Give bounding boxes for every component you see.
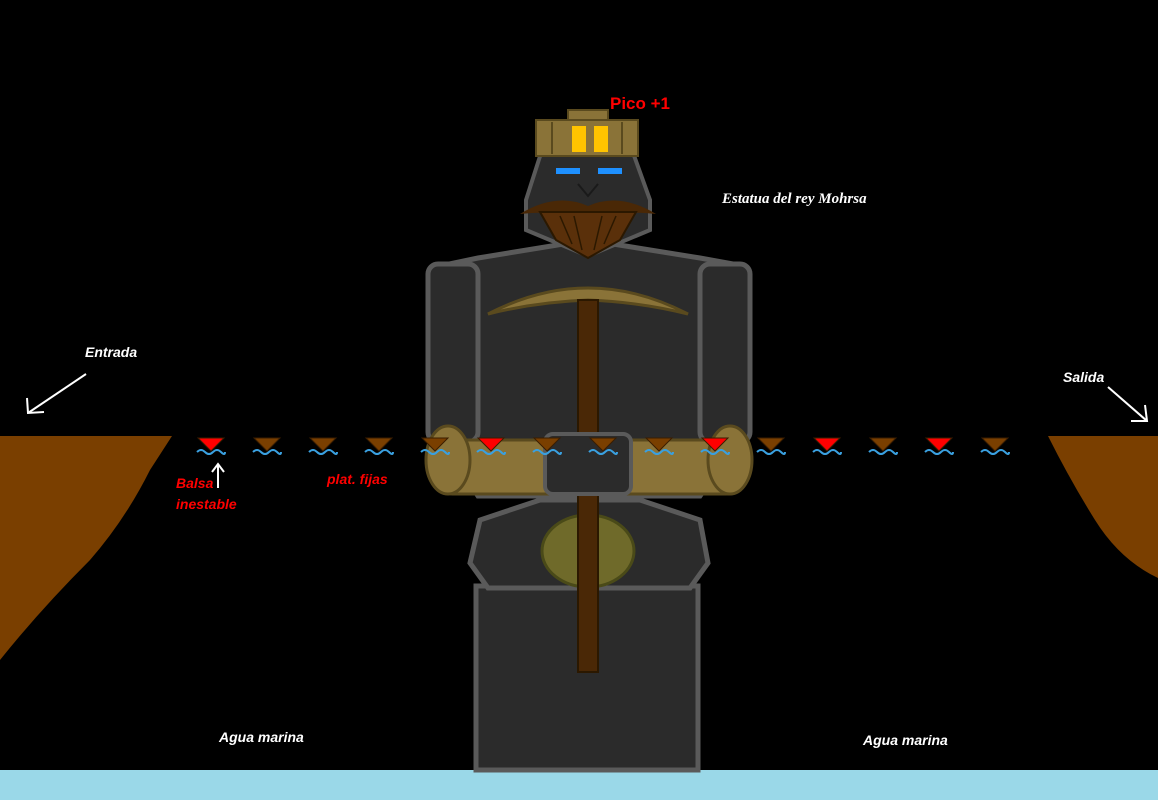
exit-label: Salida — [1063, 370, 1104, 384]
fixed-platform — [365, 438, 393, 454]
fixed-platform — [869, 438, 897, 454]
crown-jewel-left — [572, 126, 586, 152]
statue-right-hand — [708, 426, 752, 494]
statue-left-hand — [426, 426, 470, 494]
entrance-arrow-icon — [27, 374, 86, 413]
statue-left-arm — [428, 264, 478, 442]
statue-right-eye — [598, 168, 622, 174]
entrance-cliff — [0, 436, 172, 660]
entrance-label: Entrada — [85, 345, 137, 359]
unstable-raft-label-line2: inestable — [176, 497, 237, 511]
fixed-platform — [253, 438, 281, 454]
statue-hand-grip — [545, 434, 631, 494]
unstable-raft — [925, 438, 953, 454]
sea-water-label-left: Agua marina — [219, 730, 304, 744]
unstable-raft — [813, 438, 841, 454]
unstable-raft — [197, 438, 225, 454]
fixed-platforms-label: plat. fijas — [327, 472, 388, 486]
fixed-platform — [981, 438, 1009, 454]
statue-left-eye — [556, 168, 580, 174]
statue-right-arm — [700, 264, 750, 442]
raft-pointer-arrow-icon — [212, 464, 224, 488]
exit-cliff — [1048, 436, 1158, 578]
sea-water-label-right: Agua marina — [863, 733, 948, 747]
pickaxe-bonus-label: Pico +1 — [610, 95, 670, 112]
fixed-platform — [757, 438, 785, 454]
fixed-platform — [309, 438, 337, 454]
platform-row — [197, 438, 1009, 454]
king-statue — [426, 110, 752, 770]
exit-arrow-icon — [1108, 387, 1147, 421]
statue-name-label: Estatua del rey Mohrsa — [722, 192, 867, 207]
sea-water — [0, 770, 1158, 800]
unstable-raft-label-line1: Balsa — [176, 476, 213, 490]
crown-jewel-right — [594, 126, 608, 152]
